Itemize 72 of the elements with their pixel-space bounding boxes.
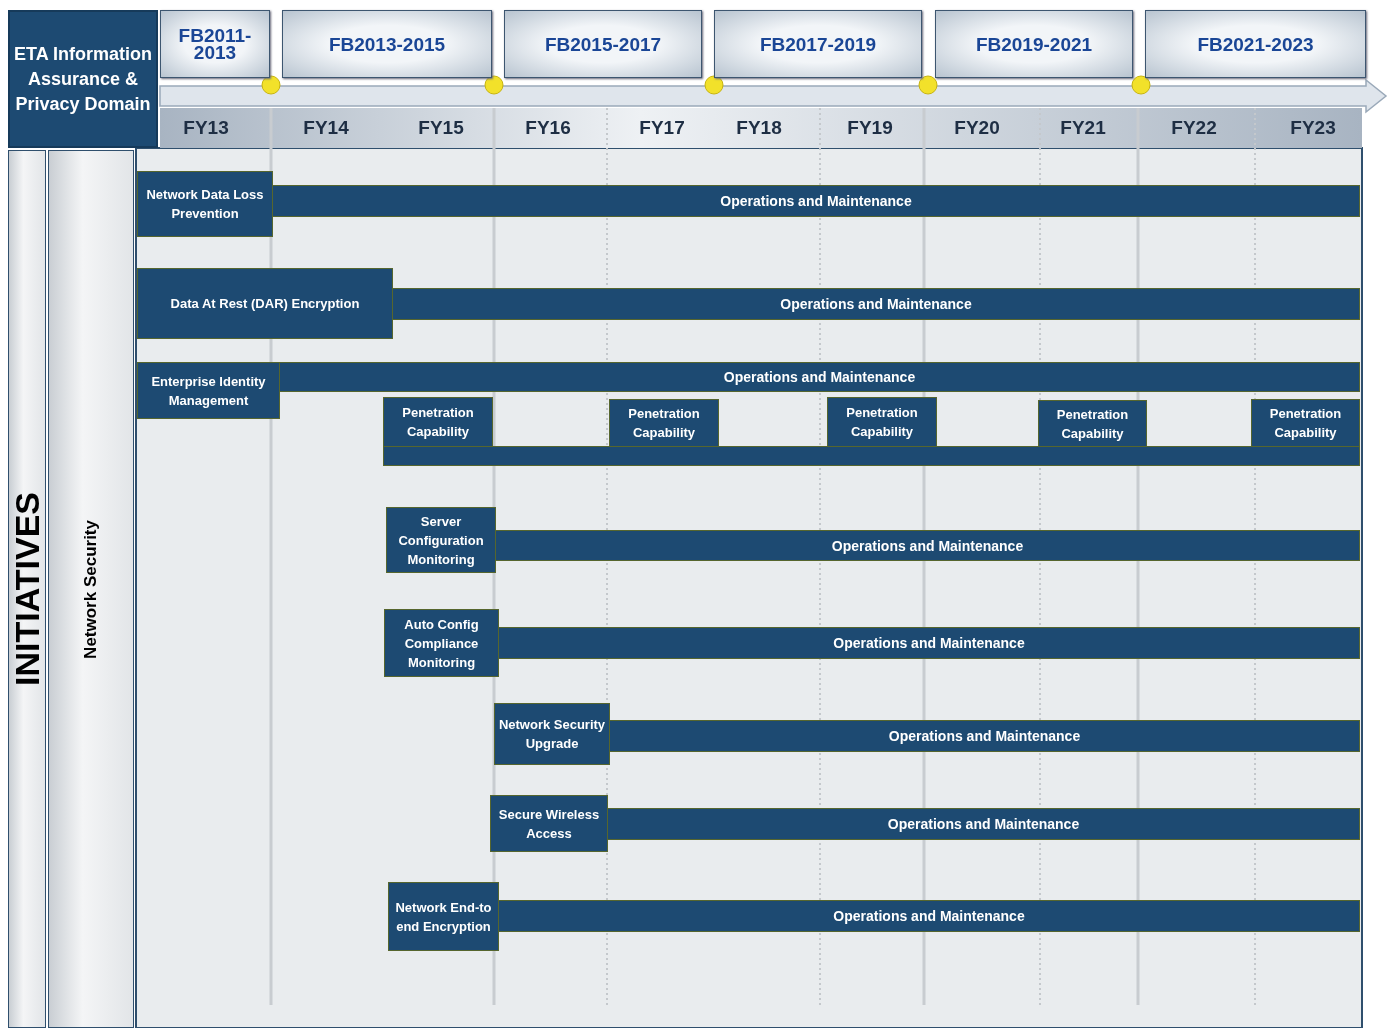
period-label: FB2013-2015	[328, 35, 446, 53]
initiative-box	[137, 171, 273, 237]
fiscal-year-label: FY21	[1060, 117, 1106, 139]
period-label: FB2021-2023	[1197, 35, 1314, 53]
fiscal-year-label: FY18	[736, 117, 782, 139]
period-label: FB2011-2013	[177, 27, 253, 61]
timeline-bar	[383, 446, 1360, 466]
initiative-box	[383, 397, 493, 447]
initiative-label: Penetration Capability	[627, 405, 701, 442]
budget-period-box	[504, 10, 702, 78]
operations-bar	[279, 362, 1360, 392]
bar-label: Operations and Maintenance	[831, 537, 1024, 554]
initiative-box	[388, 882, 499, 951]
operations-bar	[498, 627, 1360, 659]
initiative-box	[384, 609, 499, 677]
domain-header	[8, 10, 158, 148]
operations-bar	[498, 900, 1360, 932]
bar-label: Operations and Maintenance	[720, 193, 912, 209]
initiative-box	[827, 397, 937, 447]
initiatives-band	[8, 150, 46, 1028]
budget-period-box	[160, 10, 270, 78]
initiative-label: Network Data Loss Prevention	[145, 186, 265, 223]
fiscal-year-label: FY17	[639, 117, 685, 139]
operations-bar	[607, 808, 1360, 840]
operations-bar	[495, 530, 1360, 561]
budget-period-box	[1145, 10, 1366, 78]
operations-bar	[392, 288, 1360, 320]
initiative-label: Secure Wireless Access	[497, 805, 601, 843]
period-label: FB2015-2017	[544, 35, 662, 53]
initiative-box	[494, 703, 610, 765]
budget-period-box	[714, 10, 922, 78]
initiative-label: Network Security Upgrade	[497, 716, 607, 753]
initiative-box	[137, 362, 280, 419]
initiative-label: Network End-to end Encryption	[394, 898, 493, 936]
bar-label: Operations and Maintenance	[780, 296, 972, 312]
bar-label: Operations and Maintenance	[723, 369, 916, 385]
operations-bar	[272, 185, 1360, 217]
budget-period-box	[282, 10, 492, 78]
bar-label: Operations and Maintenance	[887, 816, 1080, 832]
fiscal-year-label: FY23	[1290, 117, 1336, 139]
period-label: FB2019-2021	[975, 35, 1093, 53]
band-title: INITIATIVES	[7, 492, 47, 686]
initiative-box	[1251, 399, 1360, 447]
bar-label: Operations and Maintenance	[833, 908, 1025, 924]
initiative-box	[386, 507, 496, 573]
category-label: Network Security	[81, 519, 101, 659]
initiative-box	[1038, 400, 1147, 447]
initiative-box	[490, 795, 608, 852]
initiative-label: Penetration Capability	[845, 404, 919, 441]
fiscal-year-label: FY22	[1171, 117, 1217, 139]
fiscal-year-label: FY20	[954, 117, 1000, 139]
fiscal-year-label: FY16	[525, 117, 571, 139]
bar-label: Operations and Maintenance	[888, 728, 1081, 744]
initiative-box	[609, 399, 719, 447]
budget-period-box	[935, 10, 1133, 78]
fiscal-year-label: FY15	[418, 117, 464, 139]
domain-title: ETA Information Assurance & Privacy Domain	[14, 42, 152, 116]
initiative-box	[137, 268, 393, 339]
initiative-label: Auto Config Compliance Monitoring	[403, 615, 480, 672]
initiative-label: Penetration Capability	[401, 404, 475, 441]
operations-bar	[609, 720, 1360, 752]
initiative-label: Server Configuration Monitoring	[397, 512, 485, 569]
initiative-label: Penetration Capability	[1268, 405, 1343, 442]
initiative-label: Data At Rest (DAR) Encryption	[170, 295, 360, 313]
initiative-label: Penetration Capability	[1055, 405, 1130, 443]
category-band	[48, 150, 134, 1028]
initiative-label: Enterprise Identity Management	[150, 372, 267, 410]
fiscal-year-label: FY14	[303, 117, 349, 139]
bar-label: Operations and Maintenance	[833, 635, 1025, 651]
fiscal-year-label: FY19	[847, 117, 893, 139]
period-label: FB2017-2019	[759, 35, 877, 53]
fiscal-year-label: FY13	[183, 117, 229, 139]
